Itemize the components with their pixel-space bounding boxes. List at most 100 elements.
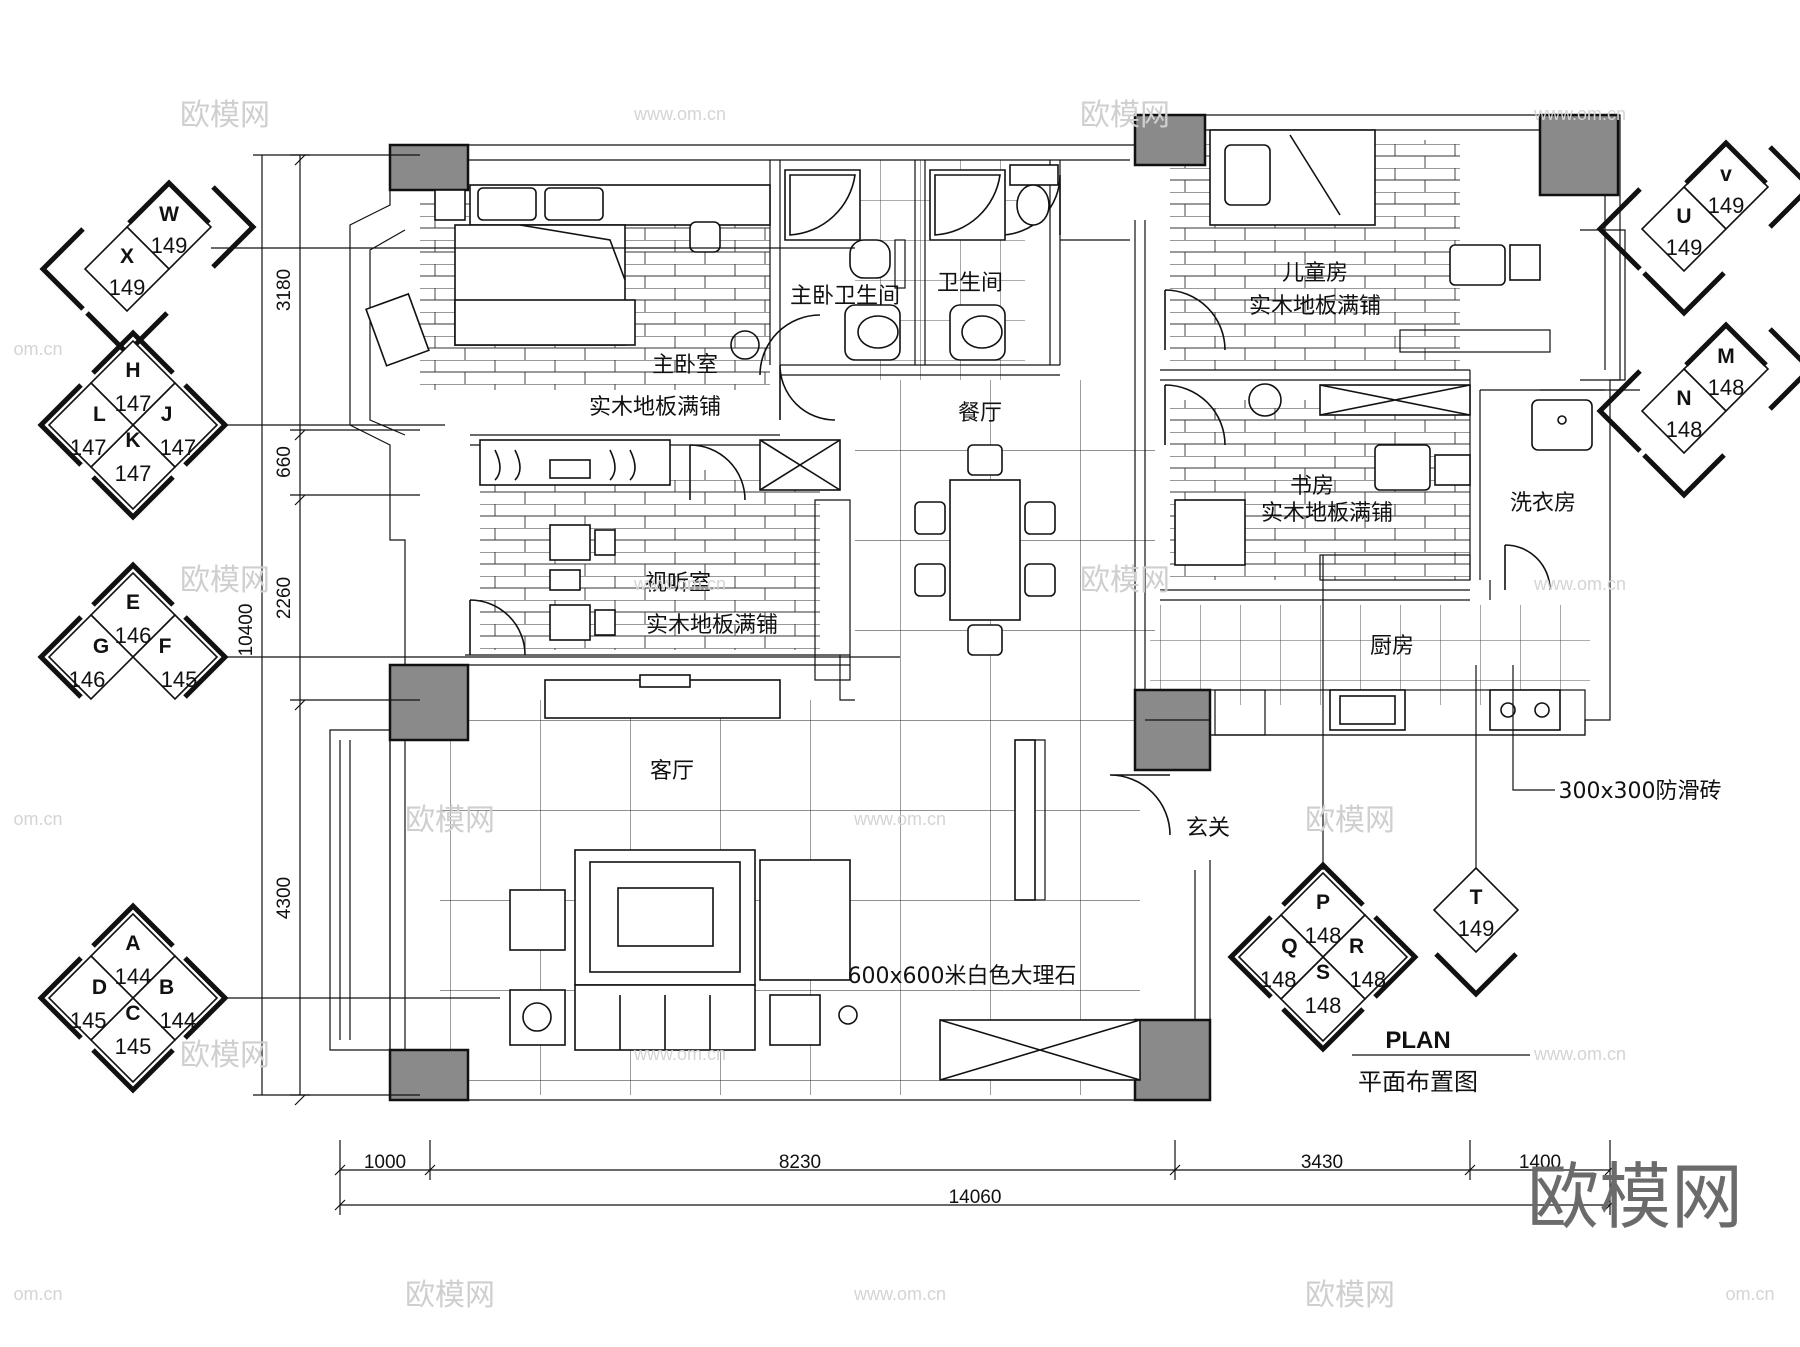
tag-letter: E — [126, 591, 140, 614]
tag-letter: L — [93, 403, 106, 426]
dim-left-3: 2260 — [274, 577, 295, 619]
tag-number: 144 — [159, 1008, 196, 1033]
tag-letter: M — [1717, 345, 1735, 368]
plan-subtitle: 平面布置图 — [1358, 1068, 1478, 1096]
tag-number: 148 — [1708, 375, 1745, 400]
plan-title-block: PLAN 平面布置图 — [1352, 1027, 1530, 1096]
laundry-fixtures — [1531, 399, 1593, 451]
dim-bottom-2: 8230 — [779, 1152, 821, 1173]
dim-bottom-3: 3430 — [1301, 1152, 1343, 1173]
left-dimension-labels: 3180 660 2260 4300 10400 — [236, 269, 295, 919]
av-room-furniture — [479, 439, 841, 719]
master-bedroom-label: 主卧室 — [652, 353, 718, 378]
watermark-logo: 欧模网 — [1305, 1278, 1395, 1313]
watermark-logo: 欧模网 — [1080, 98, 1170, 133]
tag-letter: U — [1676, 205, 1691, 228]
kitchen-tile-floor — [1150, 605, 1590, 705]
tag-number: 148 — [1349, 967, 1386, 992]
watermarks: 欧模网 www.om.cn 欧模网 www.om.cn om.cn 欧模网 ww… — [13, 98, 1774, 1313]
watermark-url: www.om.cn — [1533, 104, 1626, 124]
tag-number: 145 — [161, 667, 198, 692]
study-label: 书房 — [1290, 474, 1334, 499]
watermark-url: www.om.cn — [853, 1284, 946, 1304]
kitchen-fixtures — [1209, 689, 1586, 736]
tag-letter: B — [159, 976, 174, 999]
children-room-furniture — [1209, 129, 1551, 353]
watermark-corner-logo: 欧模网 — [1527, 1155, 1743, 1239]
tag-number: 147 — [70, 435, 107, 460]
tag-number: 149 — [1458, 916, 1495, 941]
structural-columns — [388, 113, 1620, 1102]
master-bedroom-floor-label: 实木地板满铺 — [589, 395, 721, 420]
watermark-url: www.om.cn — [853, 809, 946, 829]
tag-letter: C — [125, 1002, 140, 1025]
study-floor-label: 实木地板满铺 — [1261, 501, 1393, 526]
watermark-url: www.om.cn — [1533, 574, 1626, 594]
living-label: 客厅 — [650, 759, 694, 784]
tag-number: 149 — [151, 233, 188, 258]
entry-label: 玄关 — [1186, 816, 1230, 841]
dim-left-1: 3180 — [274, 269, 295, 311]
dining-label: 餐厅 — [958, 401, 1002, 426]
watermark-url: www.om.cn — [1533, 1044, 1626, 1064]
tag-letter: H — [125, 359, 140, 382]
kitchen-floor-note: 300x300防滑砖 — [1558, 779, 1721, 804]
tag-letter: D — [92, 976, 107, 999]
dim-bottom-1: 1000 — [364, 1152, 406, 1173]
tag-letter: F — [159, 635, 172, 658]
study-furniture — [1174, 383, 1471, 581]
dim-bottom-4: 1400 — [1519, 1152, 1561, 1173]
elevation-tag-t: T 149 — [1432, 866, 1520, 998]
master-bath-label: 主卧卫生间 — [790, 284, 900, 309]
tag-number: 145 — [70, 1008, 107, 1033]
tag-number: 149 — [1708, 193, 1745, 218]
watermark-logo: 欧模网 — [180, 563, 270, 598]
watermark-url: om.cn — [13, 339, 62, 359]
living-floor-note: 600x600米白色大理石 — [847, 964, 1076, 989]
tag-number: 144 — [115, 964, 152, 989]
tag-number: 148 — [1305, 923, 1342, 948]
tag-number: 146 — [69, 667, 106, 692]
watermark-logo: 欧模网 — [405, 1278, 495, 1313]
tag-letter: X — [120, 245, 134, 268]
tag-letter: K — [125, 429, 140, 452]
watermark-url: www.om.cn — [633, 104, 726, 124]
bathroom-label: 卫生间 — [937, 271, 1003, 296]
watermark-url: www.om.cn — [633, 1044, 726, 1064]
watermark-logo: 欧模网 — [180, 1038, 270, 1073]
tag-letter: T — [1470, 886, 1483, 909]
tag-number: 149 — [1666, 235, 1703, 260]
master-bedroom-furniture — [365, 184, 771, 367]
tag-letter: W — [159, 203, 179, 226]
tag-letter: P — [1316, 891, 1330, 914]
elevation-tag-vu: v 149 U 149 — [1596, 139, 1800, 317]
tag-letter: v — [1720, 163, 1732, 186]
tag-letter: Q — [1281, 935, 1297, 958]
dim-left-4: 4300 — [274, 877, 295, 919]
dim-left-2: 660 — [274, 446, 295, 478]
tag-number: 147 — [115, 391, 152, 416]
tag-letter: R — [1349, 935, 1364, 958]
av-room-label: 视听室 — [645, 571, 711, 596]
tag-letter: A — [125, 932, 140, 955]
dimension-lines — [253, 154, 1616, 1215]
tag-number: 148 — [1666, 417, 1703, 442]
watermark-logo: 欧模网 — [1305, 803, 1395, 838]
tag-number: 148 — [1260, 967, 1297, 992]
watermark-url: www.om.cn — [633, 574, 726, 594]
doors — [469, 174, 1551, 836]
av-room-floor-label: 实木地板满铺 — [646, 613, 778, 638]
av-room-wood-floor — [480, 470, 820, 650]
kitchen-label: 厨房 — [1370, 634, 1414, 659]
tag-letter: G — [93, 635, 109, 658]
tag-number: 148 — [1305, 993, 1342, 1018]
tag-number: 146 — [115, 623, 152, 648]
plan-title: PLAN — [1385, 1027, 1450, 1054]
bottom-dimension-labels: 1000 8230 3430 1400 14060 — [364, 1152, 1561, 1208]
